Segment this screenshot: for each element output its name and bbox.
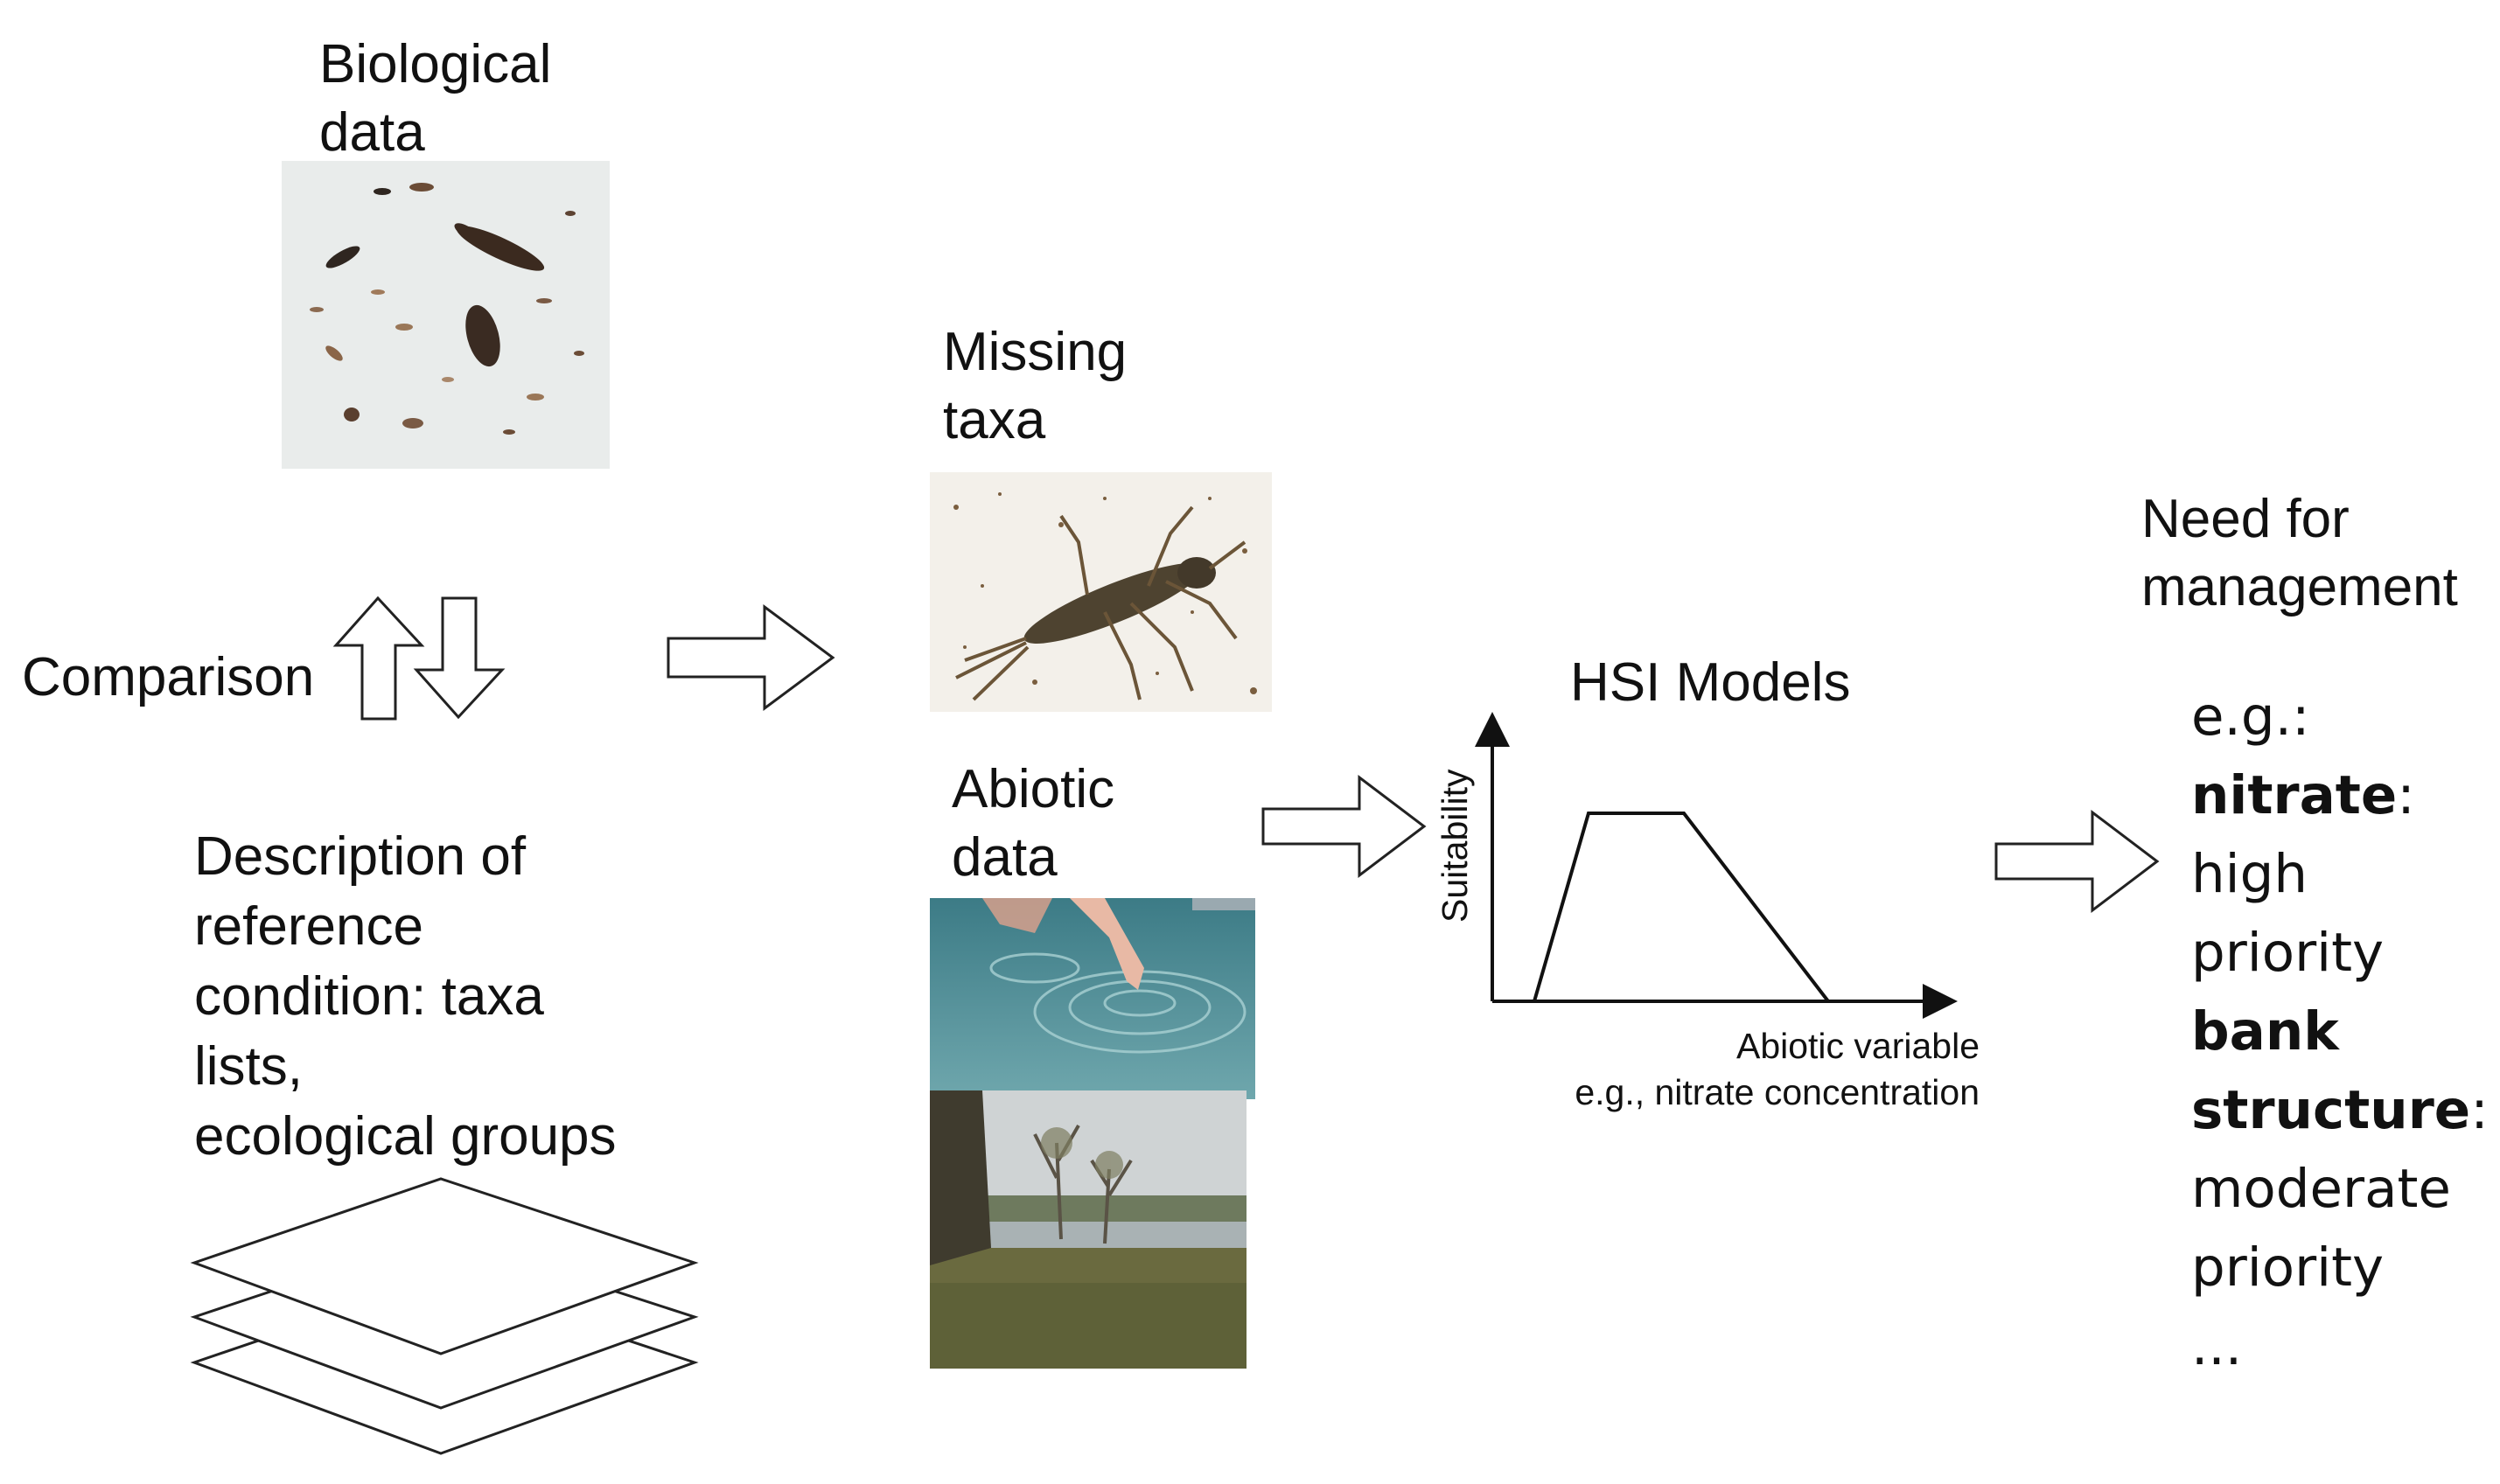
stacked-layers-icon bbox=[190, 1177, 699, 1455]
comparison-label: Comparison bbox=[22, 647, 315, 707]
need-for-management-label: Need for management bbox=[2141, 489, 2458, 617]
eg-text: e.g.: bbox=[2191, 686, 2310, 748]
biological-data-label: Biological data bbox=[319, 34, 552, 163]
suitability-curve bbox=[1533, 812, 1830, 1003]
river-landscape-photo bbox=[930, 1090, 1247, 1369]
bank-structure-term-line2: structure bbox=[2191, 1079, 2471, 1141]
management-priority-list: e.g.: nitrate: high priority bank struct… bbox=[2191, 678, 2489, 1386]
hsi-x-axis-label-line1: Abiotic variable bbox=[1735, 1026, 1980, 1066]
river-bank-image bbox=[930, 1090, 1247, 1369]
invertebrate-sample-image bbox=[282, 161, 610, 469]
right-arrow-to-hsi-icon bbox=[1261, 774, 1427, 879]
water-sampling-photo bbox=[930, 898, 1255, 1099]
missing-taxa-photo bbox=[930, 472, 1272, 712]
missing-taxa-label: Missing taxa bbox=[943, 322, 1128, 450]
right-arrow-to-missing-taxa-icon bbox=[667, 604, 835, 711]
hsi-x-axis-label-line2: e.g., nitrate concentration bbox=[1575, 1072, 1980, 1112]
bank-structure-priority-line2: priority bbox=[2191, 1237, 2385, 1299]
bank-structure-term-line1: bank bbox=[2191, 1000, 2339, 1062]
separator: : bbox=[2470, 1079, 2489, 1141]
bank-structure-priority-line1: moderate bbox=[2191, 1158, 2451, 1220]
comparison-down-arrow-icon bbox=[413, 596, 506, 720]
mayfly-larva-image bbox=[930, 472, 1272, 712]
nitrate-priority-line1: high bbox=[2191, 843, 2308, 905]
hsi-models-label: HSI Models bbox=[1570, 652, 1851, 713]
ellipsis: ... bbox=[2191, 1315, 2243, 1377]
nitrate-term: nitrate bbox=[2191, 764, 2398, 826]
reference-condition-label: Description of reference condition: taxa… bbox=[194, 826, 617, 1167]
nitrate-priority-line2: priority bbox=[2191, 922, 2385, 984]
comparison-up-arrow-icon bbox=[332, 596, 425, 721]
biological-sample-photo bbox=[282, 161, 610, 469]
management-item-nitrate: nitrate: bbox=[2191, 756, 2489, 835]
management-item-bank-structure: structure: bbox=[2191, 1071, 2489, 1150]
right-arrow-to-management-icon bbox=[1994, 809, 2160, 914]
separator: : bbox=[2397, 764, 2415, 826]
abiotic-data-label: Abiotic data bbox=[952, 759, 1115, 888]
hand-in-water-image bbox=[930, 898, 1255, 1099]
hsi-suitability-chart bbox=[1475, 712, 1958, 1019]
hsi-y-axis-label: Suitability bbox=[1435, 769, 1475, 923]
